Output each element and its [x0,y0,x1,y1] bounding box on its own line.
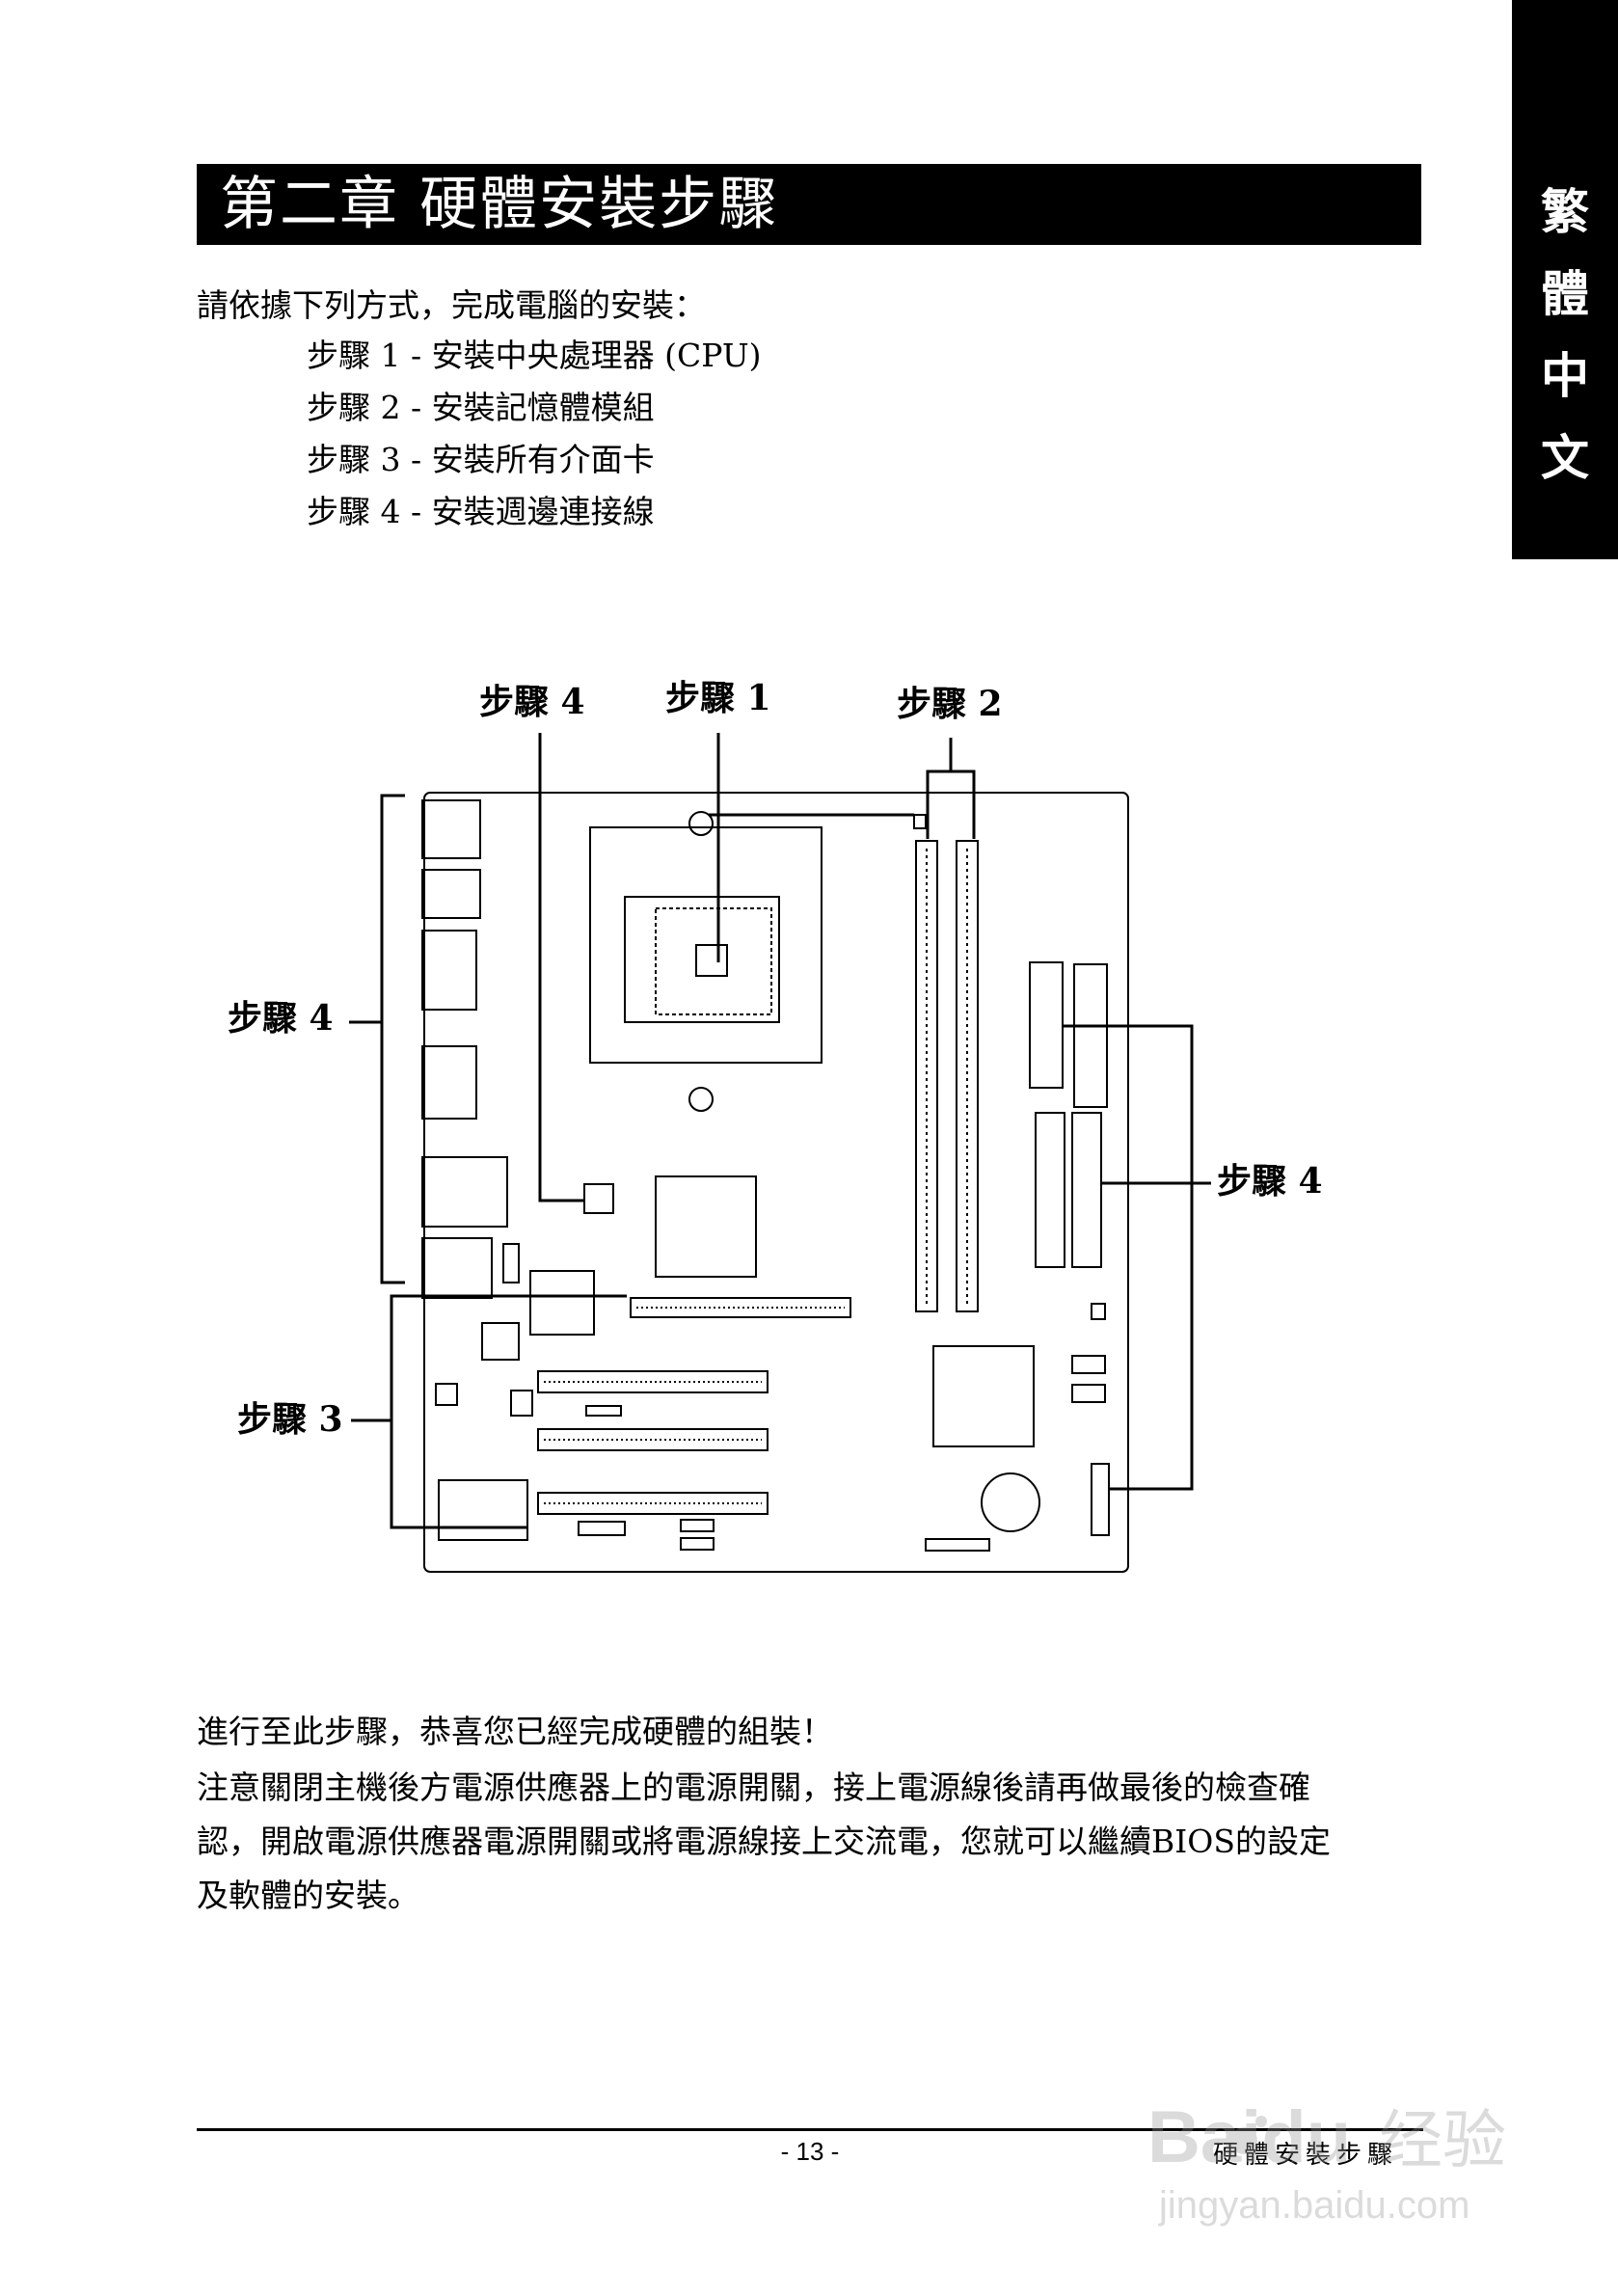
pci-slot [537,1370,769,1393]
ide-connector [1035,1112,1065,1268]
callout-line [951,770,976,839]
footer-section-title: 硬體安裝步驟 [1213,2141,1399,2170]
cpu-latch [688,1087,714,1112]
cpu-grid [655,907,772,1015]
board-outline [423,792,1129,1573]
cpu-retention-frame [589,826,822,1064]
bios-chip [481,1322,520,1361]
header [585,1405,622,1417]
ide-connector [1071,1112,1102,1268]
atx12v-connector [583,1183,614,1214]
northbridge-chip [655,1175,757,1278]
instruction-line: 及軟體的安裝。 [197,1877,419,1914]
step-item: 步驟 4 - 安裝週邊連接線 [307,493,655,530]
dimm-slot [956,840,979,1312]
pci-slot [537,1428,769,1451]
header [680,1537,715,1551]
io-usb-lan [421,1156,508,1228]
step-item: 步驟 3 - 安裝所有介面卡 [307,441,655,478]
cpu-latch [688,811,714,836]
cpu-center [695,944,728,977]
page-number: - 13 - [780,2137,840,2166]
front-panel-header [1091,1463,1110,1536]
dimm-slot [915,840,938,1312]
language-tab-char: 體 [1541,265,1589,322]
language-tab: 繁 體 中 文 [1512,0,1618,559]
cpu-socket [624,896,780,1023]
header [502,1243,520,1283]
completion-message: 進行至此步驟，恭喜您已經完成硬體的組裝！ [197,1713,833,1750]
callout-line [926,738,953,839]
audio-chip [438,1479,528,1541]
header [925,1538,990,1552]
watermark-brand-cn: 经验 [1379,2103,1506,2177]
southbridge-chip [932,1345,1035,1447]
step-list: 步驟 1 - 安裝中央處理器 (CPU) 步驟 2 - 安裝記憶體模組 步驟 3… [307,330,762,538]
footer-rule [197,2128,1423,2131]
language-tab-char: 文 [1541,429,1589,486]
pci-slot [537,1492,769,1515]
sata-connector [1071,1355,1106,1374]
watermark-url: jingyan.baidu.com [1158,2184,1470,2227]
chapter-title: 第二章 硬體安裝步驟 [220,171,779,238]
callout-line [538,733,584,1202]
fan-header [510,1390,533,1417]
io-ps2-port [421,869,481,919]
callout-line [1063,1024,1194,1491]
diagram-label: 步驟 4 [228,998,334,1039]
header [1091,1303,1106,1320]
io-ps2-port [421,799,481,859]
io-audio-jacks [421,1237,493,1299]
small-chip [435,1383,458,1406]
language-tab-char: 繁 [1541,183,1589,240]
io-parallel-port [421,930,477,1011]
diagram-label: 步驟 4 [479,682,585,722]
floppy-connector [1073,963,1108,1108]
diagram-label: 步驟 2 [897,684,1003,724]
cmos-battery [981,1472,1040,1532]
diagram-label: 步驟 3 [237,1399,343,1440]
cpu-fan-connector [913,814,927,829]
baidu-watermark: Baidu 经验 jingyan.baidu.com [1147,2096,1506,2227]
atx-power-connector [1029,961,1064,1089]
intro-lead: 請依據下列方式，完成電腦的安裝： [197,286,706,324]
callout-bracket [390,1294,627,1529]
header [680,1519,715,1532]
instruction-line: 認，開啟電源供應器電源開關或將電源線接上交流電，您就可以繼續BIOS的設定 [197,1823,1331,1860]
language-tab-char: 中 [1541,347,1589,404]
sata-connector [1071,1384,1106,1403]
motherboard-diagram: 步驟 4 步驟 1 步驟 2 步驟 4 步驟 4 步驟 3 [228,678,1323,1573]
diagram-label: 步驟 1 [665,678,771,718]
callout-bracket [380,794,405,1284]
io-serial-port [421,1045,477,1120]
header [578,1521,626,1536]
step-item: 步驟 1 - 安裝中央處理器 (CPU) [307,337,762,374]
io-chip [529,1270,595,1336]
diagram-label: 步驟 4 [1217,1161,1323,1202]
agp-slot [630,1297,851,1318]
chapter-title-bar: 第二章 硬體安裝步驟 [197,164,1421,245]
watermark-brand: Baidu [1147,2096,1351,2178]
step-item: 步驟 2 - 安裝記憶體模組 [307,389,655,426]
paw-icon [1230,2127,1257,2154]
instruction-line: 注意關閉主機後方電源供應器上的電源開關，接上電源線後請再做最後的檢查確 [197,1769,1310,1806]
